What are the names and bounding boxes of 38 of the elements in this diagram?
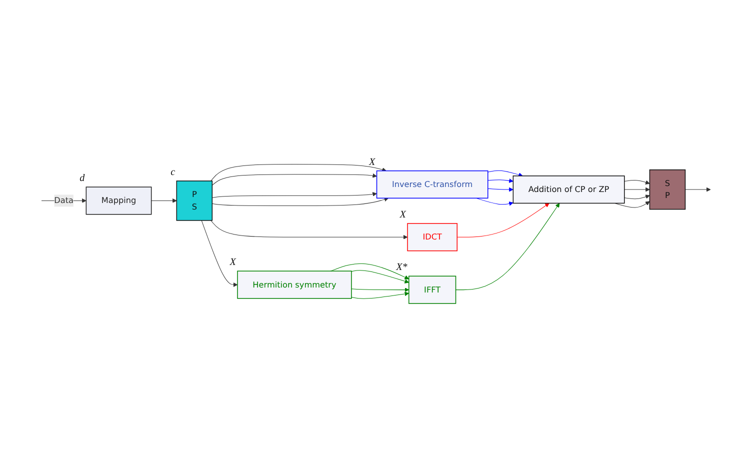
arrow [488, 178, 514, 183]
arrow [212, 192, 377, 198]
node-box [176, 180, 213, 221]
arrow [684, 187, 711, 192]
block-diagram: Data Mapping P S Inverse C-transform Addition of CP or ZP S P IDCT Hermition symmetry IFFT d c X X X X* [2, 144, 745, 308]
arrow [212, 173, 377, 186]
symbol-label: X [369, 156, 376, 168]
node-box [407, 222, 458, 251]
arrow [351, 291, 410, 299]
arrow [151, 198, 177, 203]
arrow [456, 202, 560, 290]
arrow [488, 187, 514, 192]
symbol-label: d [80, 172, 85, 184]
arrow [476, 198, 514, 206]
arrow [210, 220, 408, 240]
node-box [512, 175, 625, 204]
symbol-label: X [230, 256, 236, 268]
symbol-label: X* [396, 262, 408, 273]
arrow [351, 287, 410, 292]
symbol-label: X [400, 209, 406, 220]
node-box [86, 186, 152, 214]
node-box [649, 169, 686, 210]
arrow [330, 263, 410, 280]
arrow [351, 270, 410, 284]
arrow [624, 194, 650, 199]
symbol-label: c [170, 166, 176, 178]
arrow [614, 200, 650, 208]
arrow [624, 187, 650, 192]
edge-label: Data [54, 195, 74, 205]
arrow [201, 220, 238, 287]
arrow [624, 180, 650, 184]
arrow [210, 164, 386, 181]
node-box [408, 276, 456, 304]
node-box [237, 270, 352, 299]
arrow [456, 202, 550, 238]
arrow [212, 196, 389, 206]
arrow [488, 170, 523, 177]
node-box [376, 170, 488, 198]
